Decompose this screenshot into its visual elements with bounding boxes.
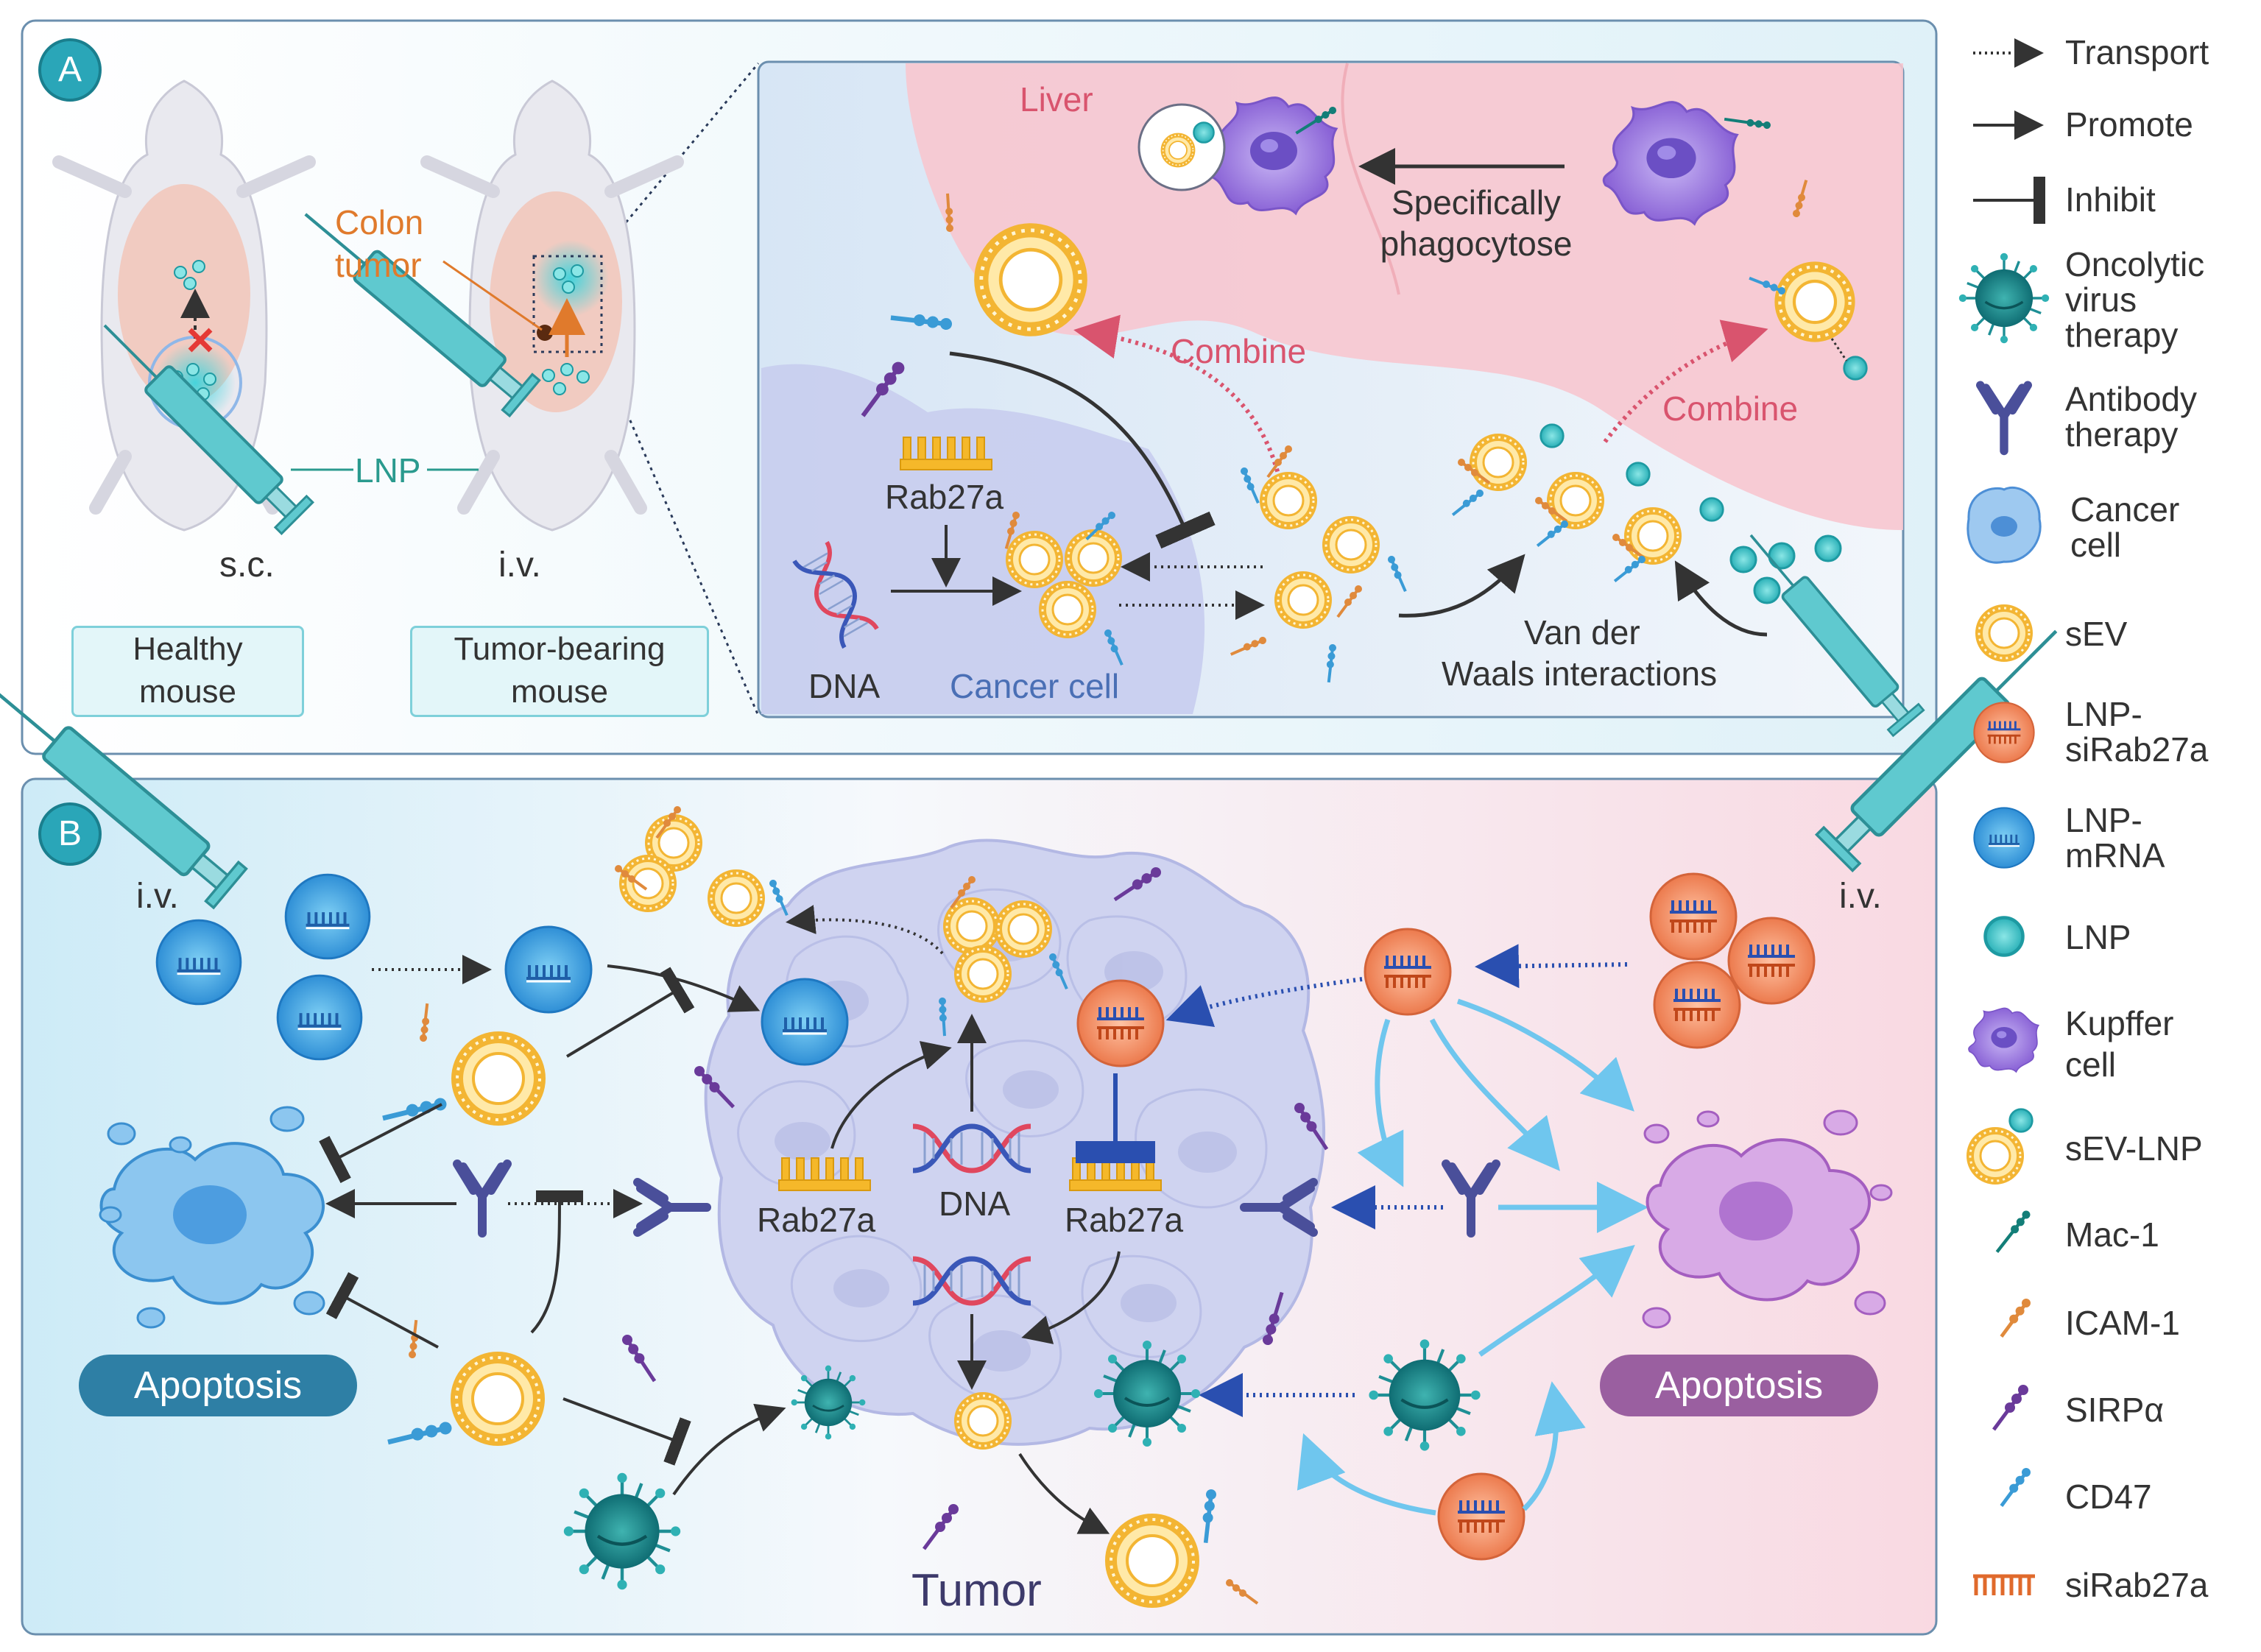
panel-b-badge: B xyxy=(38,802,102,866)
specifically-label-line2: phagocytose xyxy=(1380,225,1573,263)
colon-tumor-label-line2: tumor xyxy=(335,246,422,284)
lnp-label: LNP xyxy=(355,451,421,490)
rab27a-label-b-left: Rab27a xyxy=(757,1201,876,1239)
rab27a-label-a: Rab27a xyxy=(885,478,1004,516)
legend-icons xyxy=(1958,38,2050,1595)
vdw-label-line2: Waals interactions xyxy=(1442,654,1718,693)
iv-label-right: i.v. xyxy=(1839,877,1882,916)
apoptosis-label-left: Apoptosis xyxy=(79,1355,357,1416)
legend-antibody-label: Antibody therapy xyxy=(2065,380,2198,453)
legend-transport-label: Transport xyxy=(2065,33,2209,71)
cancer-cell-label: Cancer cell xyxy=(950,667,1120,705)
legend-icam1-label: ICAM-1 xyxy=(2065,1304,2180,1342)
combine-label-left: Combine xyxy=(1171,332,1307,370)
legend-sev-label: sEV xyxy=(2065,615,2128,653)
cancer-cell-region xyxy=(761,364,1205,714)
legend-kupffer-label: Kupffer cell xyxy=(2065,1004,2174,1084)
blocked-x-icon xyxy=(188,328,213,353)
apoptosis-label-right: Apoptosis xyxy=(1600,1355,1878,1416)
legend-sev-lnp-label: sEV-LNP xyxy=(2065,1129,2203,1168)
virus-free xyxy=(564,1473,680,1589)
legend-sirpa-label: SIRPα xyxy=(2065,1391,2164,1429)
sc-label: s.c. xyxy=(219,546,275,585)
legend-cancer-cell-label: Cancer cell xyxy=(2070,490,2180,564)
tumor-label: Tumor xyxy=(911,1565,1042,1616)
legend-cd47-label: CD47 xyxy=(2065,1478,2152,1516)
legend-inhibit-label: Inhibit xyxy=(2065,180,2156,219)
iv-label: i.v. xyxy=(498,546,541,585)
legend-lnp-sirab27a-label: LNP- siRab27a xyxy=(2065,695,2209,769)
legend-lnp-mrna-label: LNP- mRNA xyxy=(2065,801,2165,875)
legend-sirab27a-label: siRab27a xyxy=(2065,1566,2209,1604)
healthy-mouse-figure xyxy=(52,80,316,532)
tumor-bearing-mouse-figure xyxy=(420,80,684,532)
rab27a-label-b-right: Rab27a xyxy=(1065,1201,1184,1239)
colon-tumor-label-line1: Colon xyxy=(335,203,424,241)
legend-promote-label: Promote xyxy=(2065,105,2193,144)
liver-label: Liver xyxy=(1020,80,1093,119)
legend-lnp-label: LNP xyxy=(2065,918,2131,956)
legend-oncolytic-virus-label: Oncolytic virus therapy xyxy=(2065,245,2205,354)
panel-a-badge: A xyxy=(38,38,102,102)
combine-label-right: Combine xyxy=(1662,389,1799,428)
iv-label-left: i.v. xyxy=(136,877,179,916)
dna-label-a: DNA xyxy=(808,667,881,705)
vdw-label-line1: Van der xyxy=(1524,613,1640,652)
specifically-label-line1: Specifically xyxy=(1391,183,1562,222)
dna-label-b: DNA xyxy=(939,1185,1011,1223)
legend-mac1-label: Mac-1 xyxy=(2065,1215,2159,1254)
